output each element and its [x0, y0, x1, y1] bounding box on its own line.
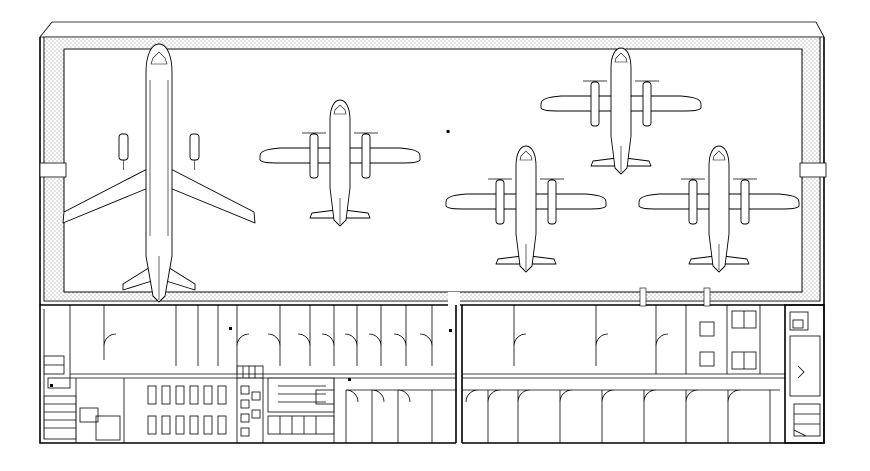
turboprop-aircraft	[638, 145, 800, 273]
side-door-left	[39, 162, 67, 178]
service-block-left	[43, 355, 121, 443]
office-row-upper	[69, 305, 433, 378]
turboprop-aircraft	[259, 99, 421, 227]
hangar-floor	[63, 48, 803, 293]
office-row-lower	[345, 389, 780, 443]
turboprop-aircraft	[540, 47, 702, 175]
restrooms	[236, 365, 335, 443]
hatch-gap	[639, 287, 647, 307]
office-row-upper-right	[513, 305, 761, 374]
stair-block-right	[784, 304, 825, 444]
turboprop-aircraft	[445, 145, 607, 273]
hatch-gap	[448, 292, 460, 306]
side-door-right	[799, 162, 827, 178]
column-markers	[50, 327, 452, 387]
grid-marker: ▪	[446, 128, 450, 135]
parking-bays	[123, 378, 238, 443]
hatch-gap	[703, 287, 711, 307]
jet-airliner	[62, 43, 256, 303]
